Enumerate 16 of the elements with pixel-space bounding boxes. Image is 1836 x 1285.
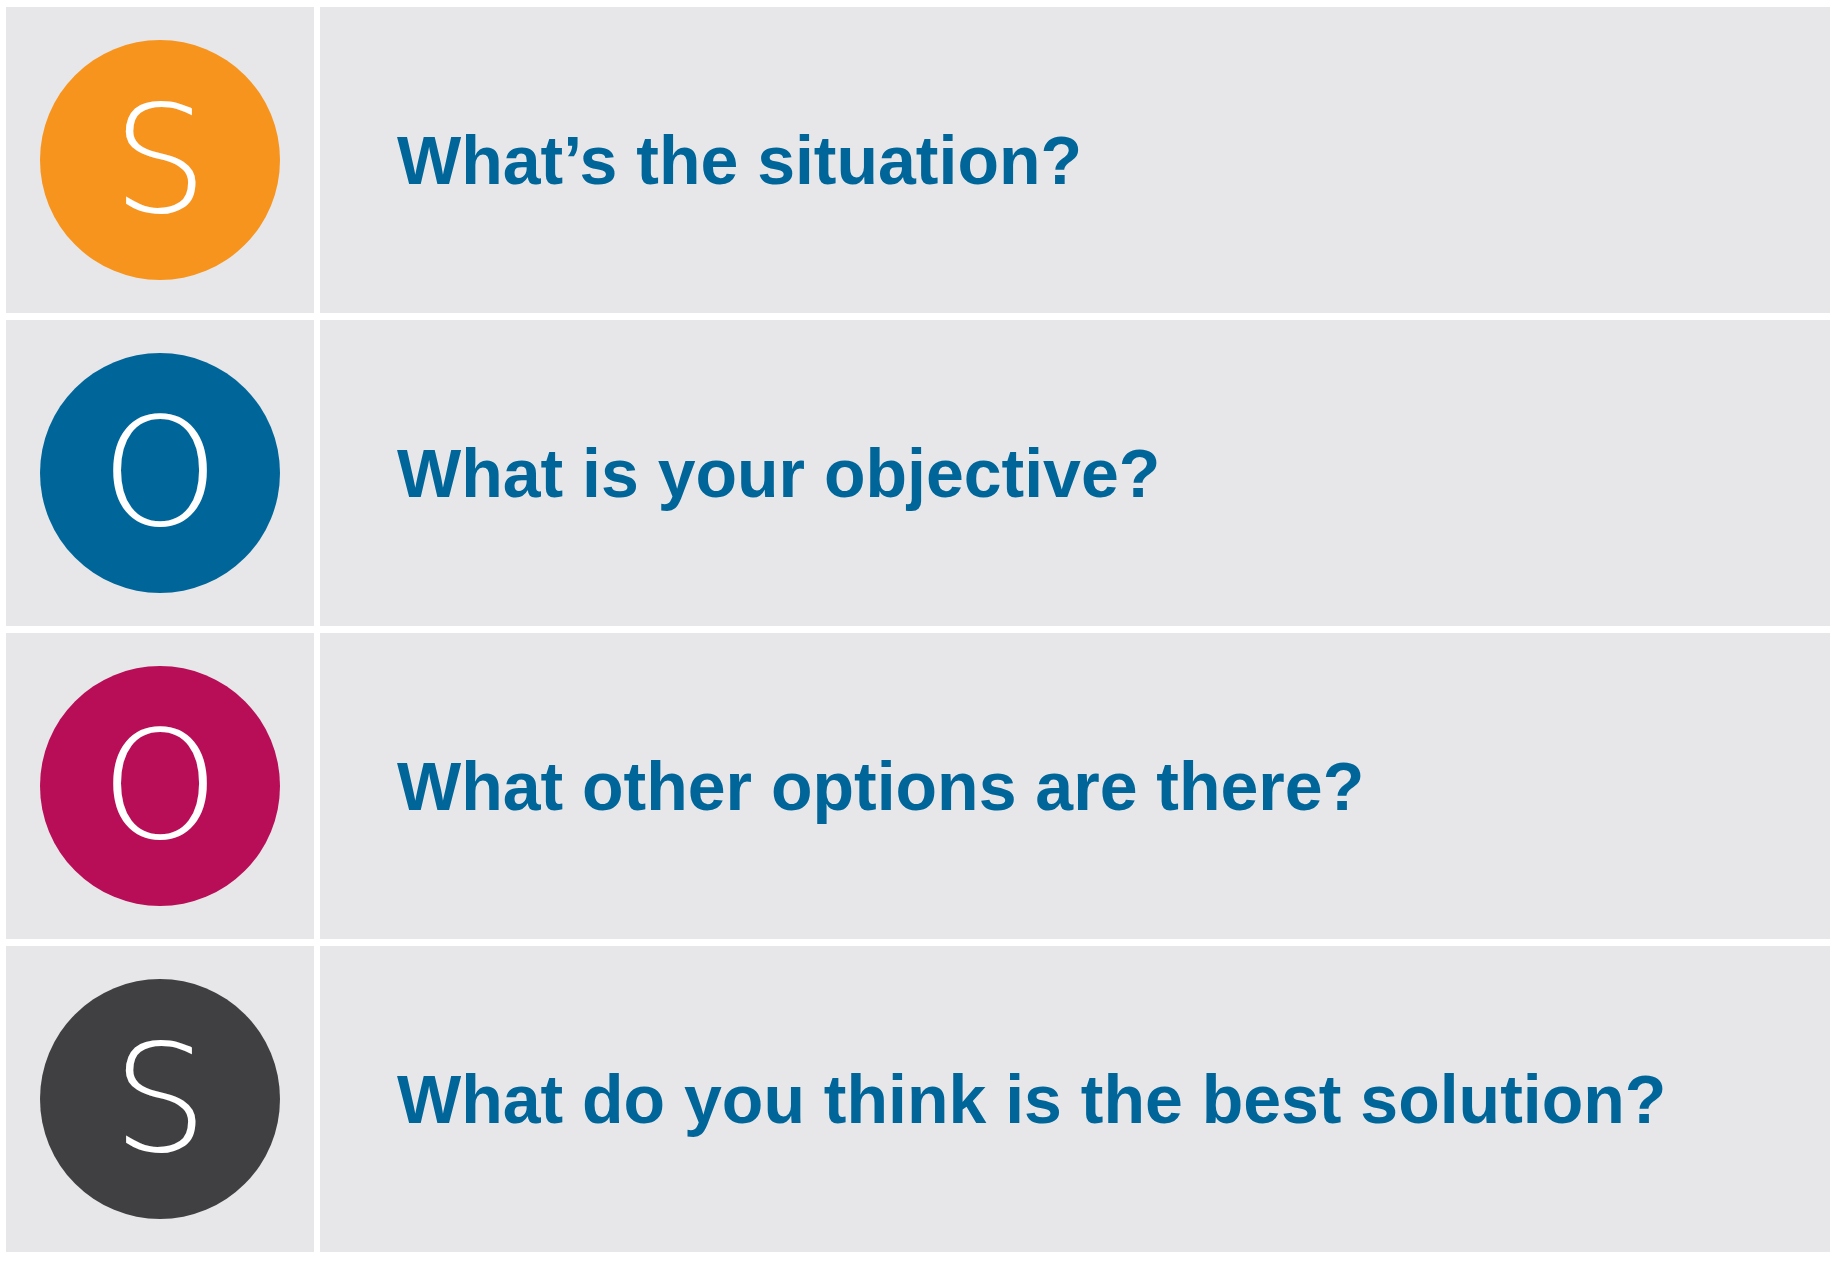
letter-badge: S [40,979,280,1219]
letter-badge: O [40,666,280,906]
badge-panel [6,7,314,313]
question-panel [320,946,1830,1252]
badge-panel [6,946,314,1252]
question-text: What do you think is the best solution? [397,1059,1667,1139]
letter-badge: O [40,353,280,593]
question-panel [320,7,1830,313]
question-panel [320,633,1830,939]
badge-panel [6,320,314,626]
letter-badge: S [40,40,280,280]
badge-panel [6,633,314,939]
question-text: What other options are there? [397,746,1365,826]
question-text: What is your objective? [397,433,1161,513]
question-text: What’s the situation? [397,120,1082,200]
question-panel [320,320,1830,626]
